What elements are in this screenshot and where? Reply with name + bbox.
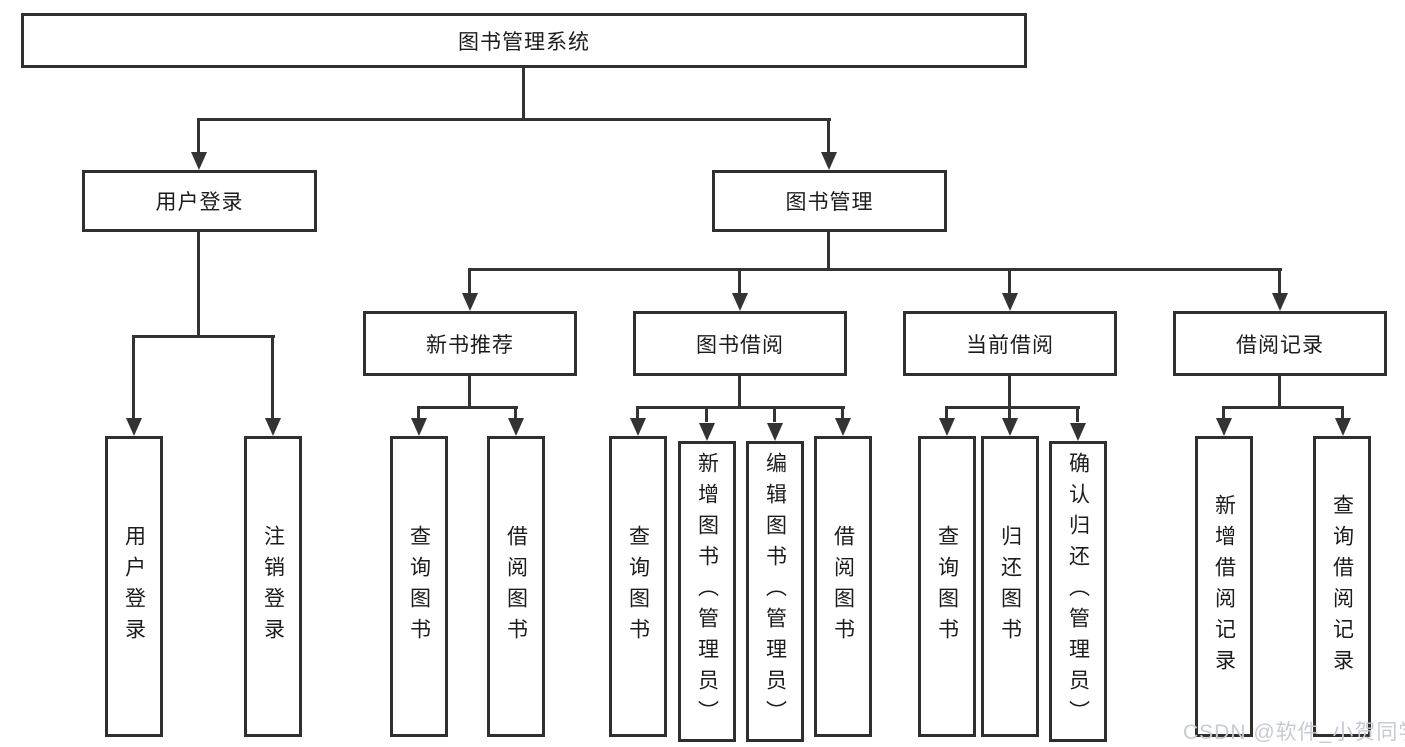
arrowhead-down-icon xyxy=(508,418,524,436)
connector-line xyxy=(738,268,741,293)
leaf-edit-book-admin: 编辑图书（管理员） xyxy=(746,441,804,742)
leaf-label: 查询图书 xyxy=(935,524,959,649)
connector-line xyxy=(417,406,518,409)
connector-line xyxy=(1278,268,1281,293)
arrowhead-down-icon xyxy=(699,423,715,441)
leaf-query-books-current: 查询图书 xyxy=(918,436,976,737)
arrowhead-down-icon xyxy=(265,418,281,436)
leaf-query-borrow-record: 查询借阅记录 xyxy=(1313,436,1371,737)
leaf-label: 注销登录 xyxy=(261,524,285,649)
arrowhead-down-icon xyxy=(1002,293,1018,311)
leaf-query-books-borrow: 查询图书 xyxy=(609,436,667,737)
arrowhead-down-icon xyxy=(411,418,427,436)
connector-line xyxy=(468,268,1282,271)
connector-line xyxy=(468,268,471,293)
connector-line xyxy=(705,406,708,422)
connector-line xyxy=(468,376,471,406)
leaf-label: 编辑图书（管理员） xyxy=(763,452,787,731)
connector-line xyxy=(1222,406,1344,409)
connector-line xyxy=(1008,268,1011,293)
connector-line xyxy=(514,406,517,418)
arrowhead-down-icon xyxy=(1002,418,1018,436)
connector-line xyxy=(271,335,274,418)
connector-line xyxy=(1008,406,1011,418)
leaf-user-login: 用户登录 xyxy=(105,436,163,737)
connector-line xyxy=(827,232,830,268)
connector-line xyxy=(841,406,844,418)
csdn-watermark: CSDN @软件_小贺同学 xyxy=(1183,721,1405,744)
connector-line xyxy=(197,118,831,121)
leaf-label: 确认归还（管理员） xyxy=(1066,452,1090,731)
connector-line xyxy=(132,335,275,338)
leaf-label: 归还图书 xyxy=(998,524,1022,649)
connector-line xyxy=(738,376,741,406)
connector-line xyxy=(417,406,420,418)
node-library-management-system: 图书管理系统 xyxy=(21,13,1027,68)
connector-line xyxy=(522,68,525,118)
connector-line xyxy=(945,406,1080,409)
leaf-add-borrow-record: 新增借阅记录 xyxy=(1195,436,1253,737)
node-borrow-record: 借阅记录 xyxy=(1173,311,1387,376)
node-book-management: 图书管理 xyxy=(712,170,947,232)
leaf-label: 用户登录 xyxy=(122,524,146,649)
leaf-query-books-recommend: 查询图书 xyxy=(390,436,448,737)
connector-line xyxy=(1222,406,1225,418)
leaf-confirm-return-admin: 确认归还（管理员） xyxy=(1049,441,1107,742)
leaf-label: 查询图书 xyxy=(626,524,650,649)
node-new-book-recommend: 新书推荐 xyxy=(363,311,577,376)
leaf-label: 查询图书 xyxy=(407,524,431,649)
arrowhead-down-icon xyxy=(1216,418,1232,436)
arrowhead-down-icon xyxy=(1272,293,1288,311)
arrowhead-down-icon xyxy=(630,418,646,436)
leaf-label: 新增借阅记录 xyxy=(1212,493,1236,680)
node-label: 当前借阅 xyxy=(966,333,1054,357)
connector-line xyxy=(1008,376,1011,406)
arrowhead-down-icon xyxy=(191,152,207,170)
leaf-label: 借阅图书 xyxy=(831,524,855,649)
arrowhead-down-icon xyxy=(462,293,478,311)
connector-line xyxy=(1341,406,1344,418)
leaf-label: 查询借阅记录 xyxy=(1330,493,1354,680)
arrowhead-down-icon xyxy=(767,423,783,441)
connector-line xyxy=(1076,406,1079,422)
node-label: 新书推荐 xyxy=(426,333,514,357)
node-label: 借阅记录 xyxy=(1236,333,1324,357)
connector-line xyxy=(636,406,639,418)
connector-line xyxy=(827,118,830,152)
connector-line xyxy=(197,118,200,152)
leaf-add-book-admin: 新增图书（管理员） xyxy=(678,441,736,742)
arrowhead-down-icon xyxy=(1335,418,1351,436)
arrowhead-down-icon xyxy=(821,152,837,170)
node-current-borrow: 当前借阅 xyxy=(903,311,1117,376)
leaf-logout: 注销登录 xyxy=(244,436,302,737)
leaf-label: 新增图书（管理员） xyxy=(695,452,719,731)
connector-line xyxy=(773,406,776,422)
connector-line xyxy=(132,335,135,418)
arrowhead-down-icon xyxy=(126,418,142,436)
leaf-return-books: 归还图书 xyxy=(981,436,1039,737)
connector-line xyxy=(1278,376,1281,406)
arrowhead-down-icon xyxy=(732,293,748,311)
leaf-borrow-books-recommend: 借阅图书 xyxy=(487,436,545,737)
node-user-login: 用户登录 xyxy=(82,170,317,232)
node-label: 图书管理系统 xyxy=(458,30,590,54)
connector-line xyxy=(945,406,948,418)
arrowhead-down-icon xyxy=(939,418,955,436)
leaf-borrow-books: 借阅图书 xyxy=(814,436,872,737)
node-label: 图书借阅 xyxy=(696,333,784,357)
arrowhead-down-icon xyxy=(835,418,851,436)
arrowhead-down-icon xyxy=(1070,423,1086,441)
leaf-label: 借阅图书 xyxy=(504,524,528,649)
node-label: 用户登录 xyxy=(155,191,244,214)
node-book-borrow: 图书借阅 xyxy=(633,311,847,376)
connector-line xyxy=(636,406,845,409)
node-label: 图书管理 xyxy=(785,191,874,214)
connector-line xyxy=(197,232,200,335)
